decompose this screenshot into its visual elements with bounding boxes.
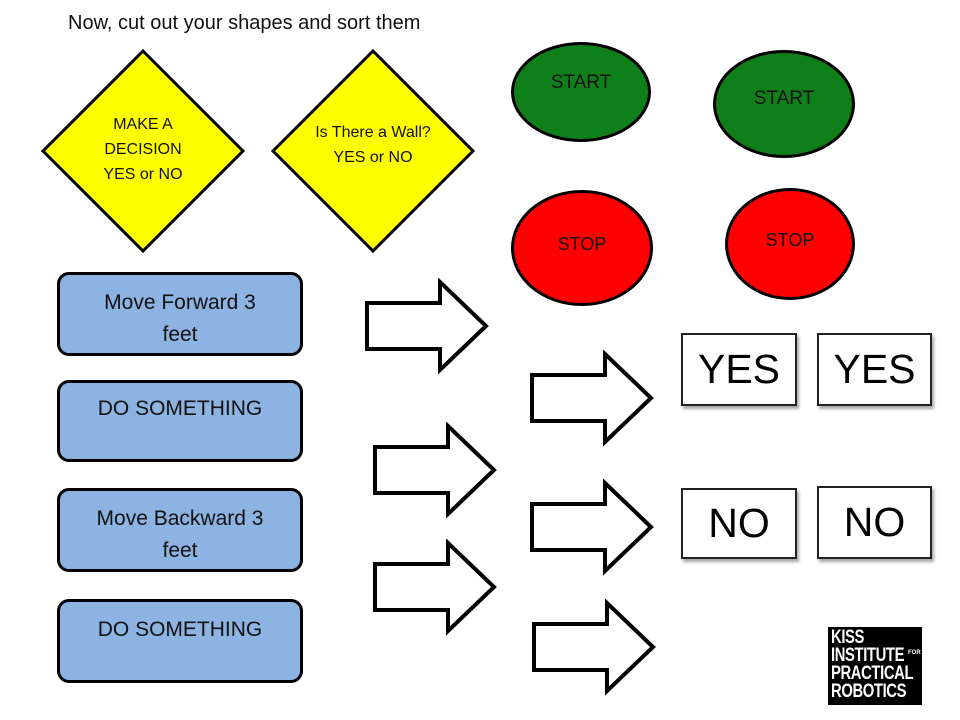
logo-line: ROBOTICS <box>831 681 907 702</box>
process-rect-move-backward[interactable]: Move Backward 3 feet <box>57 488 303 572</box>
process-label-line: feet <box>162 539 198 562</box>
decision-diamond-make-decision[interactable]: MAKE A DECISION YES or NO <box>40 48 246 254</box>
right-arrow-icon[interactable] <box>527 479 657 577</box>
process-rect-do-something[interactable]: DO SOMETHING <box>57 380 303 462</box>
stop-oval[interactable]: STOP <box>725 188 855 300</box>
decision-diamond-wall[interactable]: Is There a Wall? YES or NO <box>270 48 476 254</box>
diamond-label-line: YES or NO <box>103 165 183 183</box>
stop-label: STOP <box>557 233 607 254</box>
diamond-label-line: Is There a Wall? <box>315 124 431 141</box>
process-label-line: feet <box>162 323 198 346</box>
no-box[interactable]: NO <box>681 488 797 559</box>
start-label: START <box>753 88 815 109</box>
start-oval[interactable]: START <box>713 50 855 158</box>
diamond-label-line: DECISION <box>104 140 182 158</box>
right-arrow-icon[interactable] <box>370 539 500 637</box>
diamond-shape-icon <box>270 48 476 254</box>
diamond-label-line: MAKE A <box>113 115 173 133</box>
right-arrow-icon[interactable] <box>362 278 492 376</box>
kiss-institute-logo: KISS INSTITUTE PRACTICAL ROBOTICS FOR <box>828 627 922 705</box>
stop-label: STOP <box>765 229 815 250</box>
right-arrow-icon[interactable] <box>527 350 657 448</box>
logo-for-text: FOR <box>908 650 921 656</box>
stop-oval[interactable]: STOP <box>511 190 653 306</box>
right-arrow-icon[interactable] <box>529 599 659 697</box>
right-arrow-icon[interactable] <box>370 422 500 520</box>
no-label: NO <box>708 500 770 546</box>
diamond-label-line: YES or NO <box>333 149 413 166</box>
process-label-line: DO SOMETHING <box>97 618 263 641</box>
diamond-shape-icon <box>40 48 246 254</box>
no-label: NO <box>843 499 906 545</box>
process-rect-do-something[interactable]: DO SOMETHING <box>57 599 303 683</box>
yes-box[interactable]: YES <box>681 333 797 406</box>
worksheet-title: Now, cut out your shapes and sort them <box>68 12 421 34</box>
process-label-line: Move Forward 3 <box>104 291 256 314</box>
start-label: START <box>550 72 612 93</box>
logo-line: PRACTICAL <box>831 663 914 684</box>
process-label-line: DO SOMETHING <box>97 397 263 420</box>
yes-box[interactable]: YES <box>817 333 932 406</box>
logo-line: KISS <box>831 627 865 648</box>
process-label-line: Move Backward 3 <box>96 507 264 530</box>
process-rect-move-forward[interactable]: Move Forward 3 feet <box>57 272 303 356</box>
yes-label: YES <box>833 346 916 392</box>
logo-line: INSTITUTE <box>831 645 905 666</box>
no-box[interactable]: NO <box>817 486 932 559</box>
start-oval[interactable]: START <box>511 42 651 142</box>
yes-label: YES <box>697 346 781 392</box>
